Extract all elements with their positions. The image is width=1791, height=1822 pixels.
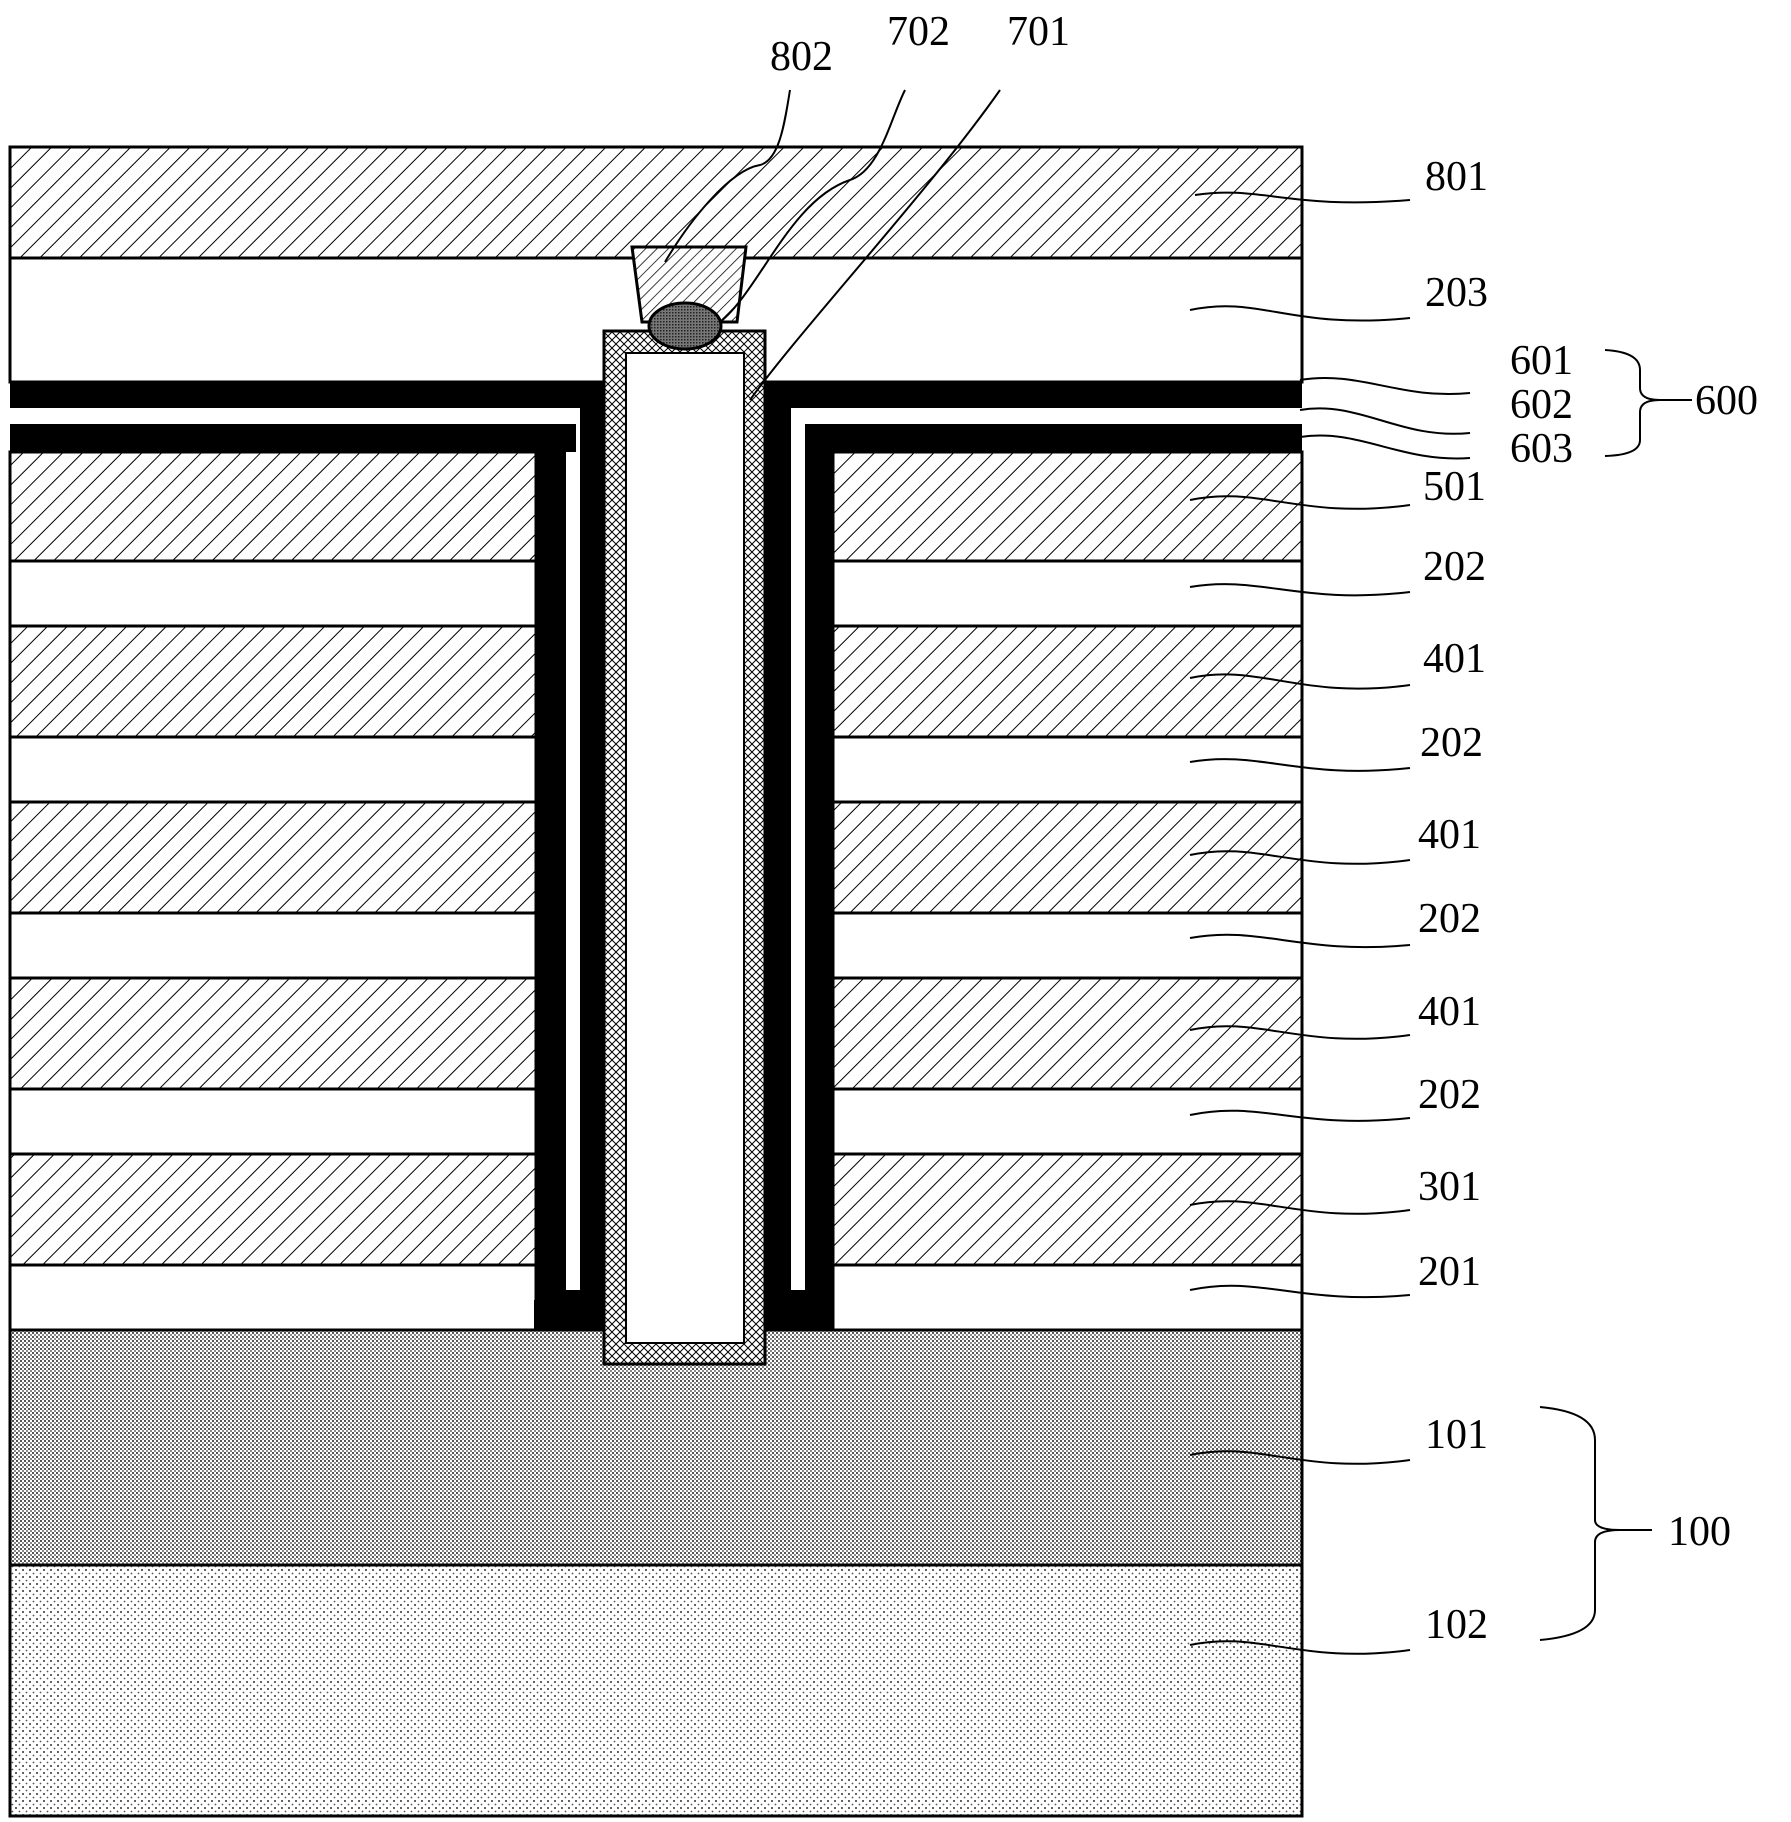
label-601: 601 <box>1510 338 1573 384</box>
layer-301-right <box>831 1152 1304 1267</box>
layer-601-bottom-right <box>765 1290 805 1300</box>
label-401-3: 401 <box>1418 989 1481 1035</box>
layer-401-right-2 <box>831 800 1304 915</box>
layer-601-bottom-left <box>566 1290 604 1300</box>
label-202-3: 202 <box>1418 896 1481 942</box>
label-603: 603 <box>1510 426 1573 472</box>
label-701: 701 <box>1007 9 1070 55</box>
layer-401-right-3 <box>831 976 1304 1091</box>
layer-102-substrate <box>8 1563 1304 1818</box>
label-600: 600 <box>1695 378 1758 424</box>
brace-600 <box>1604 349 1692 457</box>
stack-left <box>8 450 538 1332</box>
label-501: 501 <box>1423 464 1486 510</box>
label-301: 301 <box>1418 1164 1481 1210</box>
layer-603-right-horizontal <box>805 424 1302 452</box>
brace-100 <box>1539 1406 1652 1641</box>
layer-401-left-2 <box>8 800 538 915</box>
plug-802 <box>630 245 748 324</box>
layer-601-right-horizontal <box>765 382 1302 408</box>
layer-603-bottom-left <box>534 1300 604 1330</box>
label-202-1: 202 <box>1423 544 1486 590</box>
label-202-4: 202 <box>1418 1072 1481 1118</box>
label-802: 802 <box>770 34 833 80</box>
contact-702 <box>647 301 723 351</box>
label-102: 102 <box>1425 1602 1488 1648</box>
layer-401-right-1 <box>831 624 1304 739</box>
label-602: 602 <box>1510 382 1573 428</box>
layer-601-left-vertical <box>580 382 604 1290</box>
label-202-2: 202 <box>1420 720 1483 766</box>
layer-202-left-3 <box>8 911 538 980</box>
layer-603-left-vertical <box>536 424 566 1330</box>
label-702: 702 <box>887 9 950 55</box>
layer-202-left-4 <box>8 1087 538 1156</box>
layer-603-right-vertical <box>805 424 833 1330</box>
layer-202-left-2 <box>8 735 538 804</box>
layer-401-left-3 <box>8 976 538 1091</box>
layer-401-left-1 <box>8 624 538 739</box>
label-401-2: 401 <box>1418 812 1481 858</box>
layer-501-left <box>8 450 538 563</box>
layer-202-left-1 <box>8 559 538 628</box>
liner-600 <box>10 382 1302 1330</box>
layer-201-left <box>8 1263 538 1332</box>
layer-601-right-vertical <box>765 382 791 1290</box>
label-203: 203 <box>1425 270 1488 316</box>
label-801: 801 <box>1425 154 1488 200</box>
channel-701-core <box>625 352 745 1344</box>
label-100: 100 <box>1668 1509 1731 1555</box>
layer-202-right-1 <box>831 559 1304 628</box>
label-401-1: 401 <box>1423 636 1486 682</box>
stack-right <box>831 450 1304 1332</box>
layer-501-right <box>831 450 1304 563</box>
layer-601-left-horizontal <box>10 382 608 408</box>
label-201: 201 <box>1418 1249 1481 1295</box>
layer-603-bottom-right <box>765 1300 833 1330</box>
leader-lines <box>664 89 1471 1655</box>
layer-101-substrate <box>8 1328 1304 1567</box>
layer-301-left <box>8 1152 538 1267</box>
layer-201-right <box>831 1263 1304 1332</box>
layer-202-right-4 <box>831 1087 1304 1156</box>
layer-202-right-2 <box>831 735 1304 804</box>
layer-801 <box>8 145 1304 260</box>
layer-603-left-horizontal <box>10 424 576 452</box>
label-101: 101 <box>1425 1412 1488 1458</box>
layer-202-right-3 <box>831 911 1304 980</box>
